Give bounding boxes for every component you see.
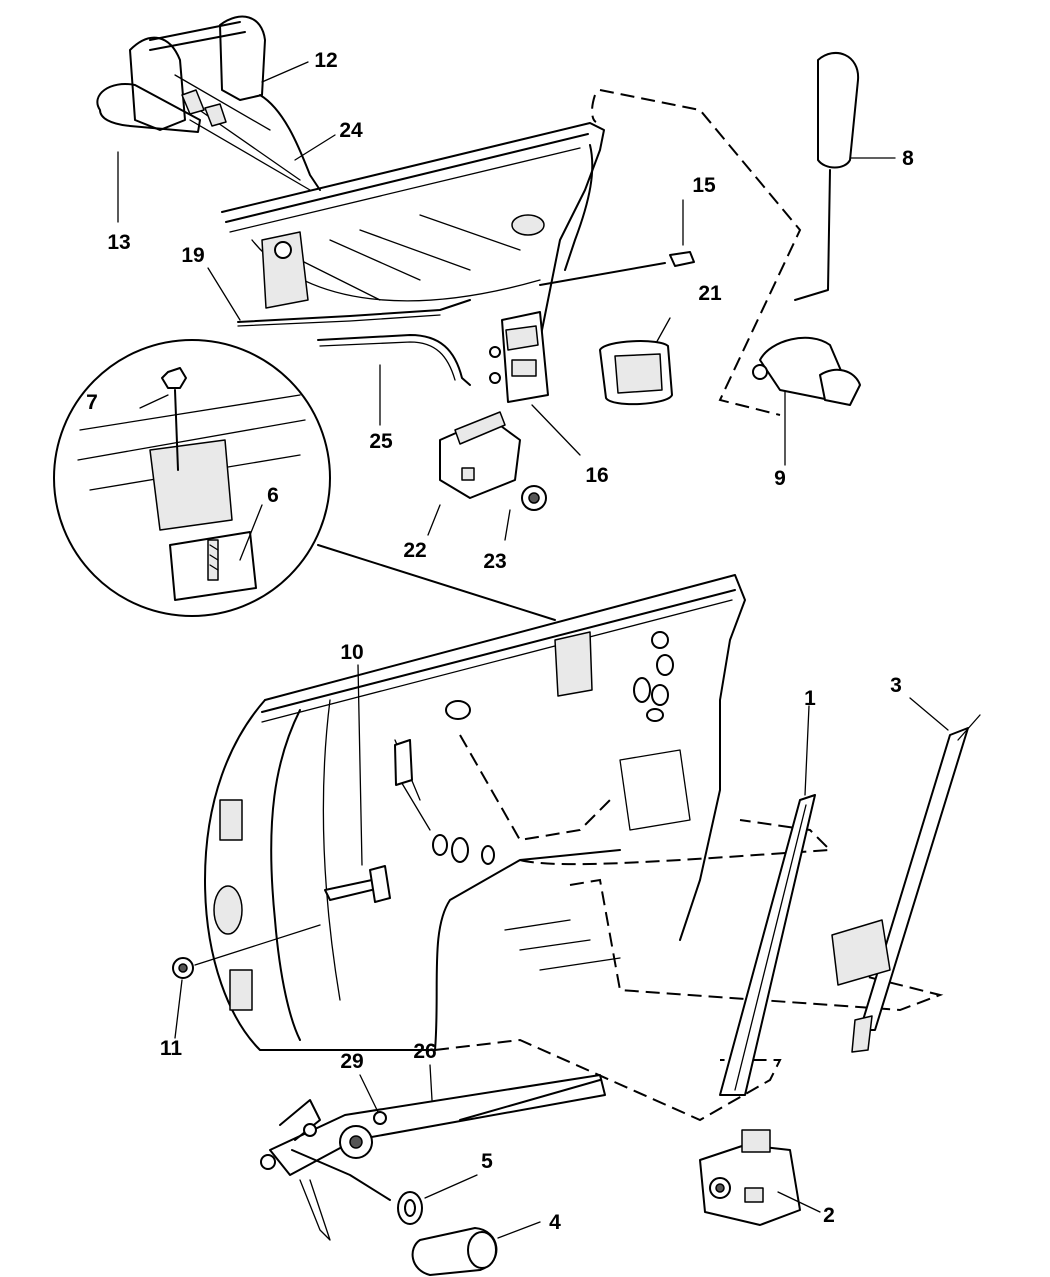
callout-21: 21 [698, 282, 722, 305]
callout-10: 10 [340, 641, 363, 664]
detail-circle [53, 339, 556, 621]
callout-5: 5 [481, 1150, 493, 1173]
callout-1: 1 [804, 687, 816, 710]
callout-19: 19 [181, 244, 204, 267]
callout-12: 12 [314, 49, 337, 72]
crank-washer-and-knob [397, 1174, 541, 1276]
callout-2: 2 [823, 1204, 835, 1227]
bolt-15 [539, 251, 695, 286]
leader-lines-upper [117, 61, 896, 541]
lock-link [172, 664, 391, 1039]
door-latch [489, 311, 549, 403]
handle-bezel [599, 340, 673, 406]
lower-bracket [699, 1129, 821, 1226]
callout-7: 7 [86, 391, 98, 414]
upper-door-inner-panel [221, 122, 605, 341]
glass-run-channel-front [719, 705, 816, 1096]
lower-door-inner-panel [204, 574, 944, 1122]
callout-8: 8 [902, 147, 914, 170]
callout-22: 22 [403, 539, 426, 562]
lock-rods [237, 299, 471, 386]
callout-23: 23 [483, 550, 506, 573]
callout-26: 26 [413, 1040, 436, 1063]
glass-run-channel-rear [831, 697, 981, 1053]
outside-handle-assembly [96, 15, 321, 191]
callout-4: 4 [549, 1211, 561, 1234]
latch-bracket [439, 411, 547, 511]
window-regulator [260, 1064, 606, 1241]
callout-13: 13 [107, 231, 130, 254]
callout-6: 6 [267, 484, 279, 507]
callout-29: 29 [340, 1050, 363, 1073]
callout-24: 24 [339, 119, 363, 142]
callout-11: 11 [160, 1037, 183, 1060]
window-crank-handle [591, 51, 861, 416]
callout-15: 15 [692, 174, 716, 197]
callout-9: 9 [774, 467, 786, 490]
callout-3: 3 [890, 674, 902, 697]
callout-16: 16 [585, 464, 608, 487]
callout-25: 25 [369, 430, 393, 453]
